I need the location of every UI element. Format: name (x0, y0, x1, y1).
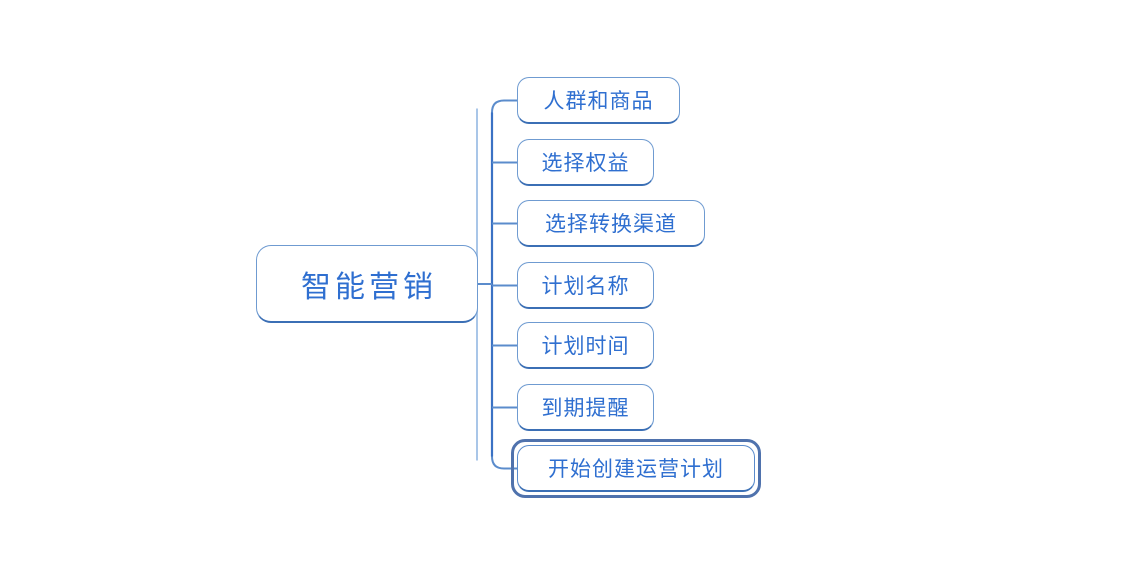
mindmap-branch-node[interactable]: 开始创建运营计划 (517, 445, 755, 492)
mindmap-branch-node[interactable]: 计划时间 (517, 322, 654, 369)
mindmap-branch-node[interactable]: 选择权益 (517, 139, 654, 186)
branch-node-label: 开始创建运营计划 (548, 458, 724, 481)
branch-node-label: 选择权益 (541, 152, 630, 175)
mindmap-branch-node[interactable]: 到期提醒 (517, 384, 654, 431)
mindmap-branch-node[interactable]: 人群和商品 (517, 77, 680, 124)
mindmap-branch-node[interactable]: 计划名称 (517, 262, 654, 309)
branch-node-label: 计划名称 (541, 275, 630, 298)
branch-node-label: 选择转换渠道 (545, 213, 677, 236)
mindmap-root-node[interactable]: 智能营销 (256, 245, 478, 323)
branch-node-label: 到期提醒 (541, 397, 630, 420)
connector-line (491, 99, 517, 113)
branch-node-label: 人群和商品 (543, 90, 654, 113)
selected-node-highlight-frame (511, 439, 761, 498)
branch-node-label: 计划时间 (541, 335, 630, 358)
mindmap-branch-node[interactable]: 选择转换渠道 (517, 200, 705, 247)
root-node-label: 智能营销 (301, 270, 437, 304)
